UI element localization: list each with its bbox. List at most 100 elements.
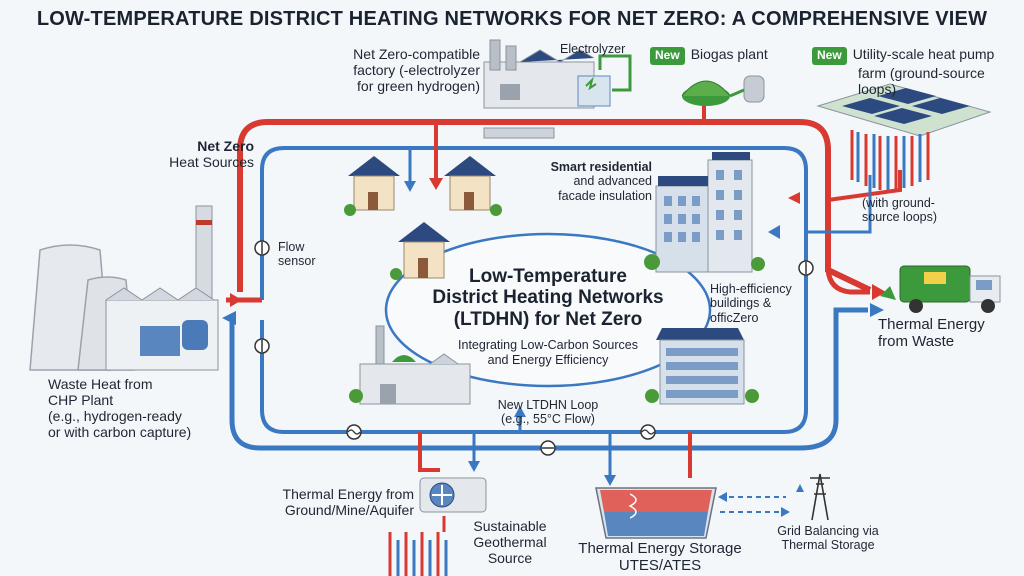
label-line: or with carbon capture) [48, 424, 192, 441]
label-line: Thermal Energy from [282, 486, 414, 502]
house-arrow [404, 181, 416, 192]
center-title-line: (LTDHN) for Net Zero [453, 308, 643, 330]
storage-arrow [604, 475, 616, 486]
biogas-icon [681, 75, 765, 106]
center-subtitle-line: and Energy Efficiency [487, 353, 609, 367]
label-line: Biogas plant [690, 46, 768, 62]
label-line: Flow [278, 240, 305, 254]
loop-up-arrow [514, 406, 526, 417]
heat-pump-unit-icon [419, 477, 487, 513]
label-line: factory (-electrolyzer [353, 62, 480, 79]
label-line: Thermal Storage [781, 538, 875, 553]
label-line: Net Zero-compatible [353, 46, 480, 62]
grid-arrowhead-top [718, 492, 727, 502]
building-arrow-red [788, 192, 800, 204]
label-line: CHP Plant [48, 392, 114, 409]
new-badge: New [650, 47, 685, 65]
valve-icon-3 [640, 424, 656, 440]
valve-icon-2 [540, 440, 556, 456]
grid-balancing-label: Grid Balancing via Thermal Storage [760, 524, 896, 553]
new-badge: New [812, 47, 847, 65]
label-line: Ground/Mine/Aquifer [284, 502, 414, 519]
ground-link-red [418, 432, 440, 472]
label-line: Geothermal [473, 534, 547, 551]
heatpump-link-red [827, 170, 902, 202]
return-arrow-left [222, 311, 236, 325]
label-line: Net Zero [197, 138, 254, 154]
supply-pipe-to-waste [825, 269, 870, 295]
factory-icon [483, 39, 632, 139]
flow-sensor-icon [254, 240, 270, 256]
high-efficiency-label: High-efficiency buildings & officZero [710, 282, 792, 325]
label-line: Waste Heat from [48, 376, 153, 392]
heatpump-farm-icon [816, 83, 992, 190]
grid-pylon-icon [796, 473, 830, 521]
net-zero-sources-label: Net Zero Heat Sources [150, 138, 254, 170]
thermal-storage-icon [595, 487, 717, 539]
ground-arrow [468, 461, 480, 472]
label-line: (with ground- [862, 196, 935, 210]
ground-loops-label: (with ground- source loops) [862, 196, 937, 225]
house-icon-2 [444, 156, 502, 216]
office-building-icon [645, 328, 759, 405]
factory-label: Net Zero-compatible factory (-electrolyz… [304, 46, 480, 94]
label-line: New LTDHN Loop [497, 398, 599, 412]
industrial-building-icon [349, 325, 471, 405]
factory-drop-arrow [429, 178, 443, 190]
label-line: farm (ground-source loops) [858, 64, 985, 97]
grid-arrowhead-bottom [781, 507, 790, 517]
geothermal-pipes-icon [388, 516, 448, 576]
waste-arrow-red [872, 284, 886, 300]
waste-truck-icon [880, 265, 1001, 313]
waste-arrow-blue [870, 303, 884, 317]
center-title: Low-Temperature District Heating Network… [400, 266, 696, 330]
label-line: Heat Sources [169, 154, 254, 171]
label-line: for green hydrogen) [357, 78, 480, 95]
label-line: Thermal Energy [878, 316, 985, 333]
label-line: officZero [710, 310, 759, 325]
flow-sensor-label: Flow sensor [278, 240, 316, 269]
storage-label: Thermal Energy Storage UTES/ATES [566, 540, 754, 575]
building-arrow [768, 225, 780, 239]
label-line: facade insulation [558, 188, 652, 203]
center-subtitle: Integrating Low-Carbon Sources and Energ… [410, 338, 686, 368]
supply-arrow-left [230, 293, 242, 307]
chp-plant-icon [29, 205, 219, 371]
label-line: Utility-scale heat pump [852, 46, 995, 62]
ltdhn-loop-label: New LTDHN Loop (e.g., 55°C Flow) [478, 398, 618, 427]
label-line: (e.g., hydrogen-ready [48, 408, 182, 425]
geothermal-label: Sustainable Geothermal Source [462, 518, 558, 566]
electrolyzer-label: Electrolyzer [560, 42, 626, 56]
center-subtitle-line: Integrating Low-Carbon Sources [458, 338, 638, 352]
label-line: UTES/ATES [618, 557, 702, 575]
smart-residential-label: Smart residential and advanced facade in… [496, 160, 652, 203]
label-line: Sustainable [473, 518, 547, 534]
label-line: source loops) [862, 210, 938, 225]
thermal-waste-label: Thermal Energy from Waste [878, 316, 985, 351]
apartment-building-icon [644, 152, 765, 273]
biogas-label: New Biogas plant [650, 46, 768, 65]
label-line: sensor [278, 254, 316, 269]
page-title: LOW-TEMPERATURE DISTRICT HEATING NETWORK… [36, 8, 988, 30]
label-line: (e.g., 55°C Flow) [501, 412, 595, 427]
heatpump-farm-label: New Utility-scale heat pump farm (ground-… [812, 46, 1024, 97]
flow-sensor-icon-2 [254, 338, 270, 354]
center-ellipse [384, 232, 712, 388]
return-pipe-outer [229, 307, 868, 451]
flow-sensor-icon-3 [798, 260, 814, 276]
center-title-line: District Heating Networks [432, 287, 664, 309]
center-title-line: Low-Temperature [468, 266, 627, 287]
label-line: Smart residential [550, 160, 652, 174]
label-line: Thermal Energy Storage [578, 540, 742, 557]
label-line: High-efficiency [710, 282, 792, 296]
valve-icon [346, 424, 362, 440]
label-line: from Waste [878, 333, 955, 351]
house-icon-3 [390, 222, 450, 280]
label-line: and advanced [573, 174, 652, 189]
heatpump-link-blue [806, 175, 872, 234]
house-icon-1 [344, 156, 400, 216]
label-line: Grid Balancing via [777, 524, 879, 538]
chp-plant-label: Waste Heat from CHP Plant (e.g., hydroge… [48, 376, 191, 440]
supply-pipe-outer [237, 119, 872, 293]
